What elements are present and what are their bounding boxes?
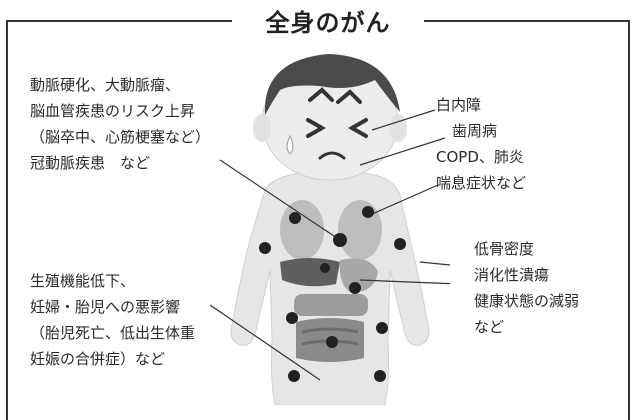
pointer-line-stomach xyxy=(359,279,450,285)
eyebrow-right xyxy=(336,89,362,104)
stomach xyxy=(339,258,378,293)
text-line: 生殖機能低下、 xyxy=(30,272,136,290)
body-illustration xyxy=(210,54,450,405)
reproductive-text: 生殖機能低下、 妊婦・胎児への悪影響 （胎児死亡、低出生体重 妊娠の合併症）など xyxy=(30,268,195,372)
pointer-line-lung xyxy=(369,184,439,216)
cancer-spot xyxy=(326,336,338,348)
body-silhouette xyxy=(230,168,430,405)
text-line: 妊婦・胎児への悪影響 xyxy=(30,298,181,316)
lung-left xyxy=(280,200,324,260)
cancer-spot xyxy=(286,312,298,324)
cancer-spot xyxy=(320,263,330,273)
cancer-spot xyxy=(362,206,374,218)
pointer-line-reproductive xyxy=(210,304,321,381)
mouth xyxy=(318,151,346,160)
cardiovascular-text: 動脈硬化、大動脈瘤、 脳血管疾患のリスク上昇 （脳卒中、心筋梗塞など） 冠動脈疾… xyxy=(30,72,210,176)
ear-left xyxy=(253,114,271,142)
intestine-upper xyxy=(294,294,368,316)
hair xyxy=(264,54,400,115)
text-line: 冠動脈疾患 など xyxy=(30,154,151,172)
page-title: 全身のがん xyxy=(265,8,391,37)
cancer-spot xyxy=(333,233,347,247)
eyebrow-left xyxy=(308,87,334,102)
cancer-spots xyxy=(259,206,406,382)
sweat-drop xyxy=(286,134,294,155)
pointer-line-bone xyxy=(419,261,450,266)
text-line: 妊娠の合併症）など xyxy=(30,350,166,368)
pointer-line-heart xyxy=(219,159,341,241)
text-line: 低骨密度 xyxy=(474,240,535,258)
cancer-spot xyxy=(394,238,406,250)
title-wrap: 全身のがん xyxy=(232,0,424,40)
eye-right xyxy=(347,118,368,138)
text-line: COPD、肺炎 xyxy=(436,148,524,166)
text-line: 脳血管疾患のリスク上昇 xyxy=(30,102,196,120)
bone-digestive-text: 低骨密度 消化性潰瘍 健康状態の減弱 など xyxy=(474,236,579,340)
text-line: 動脈硬化、大動脈瘤、 xyxy=(30,76,181,94)
cancer-spot xyxy=(374,370,386,382)
cancer-spot xyxy=(289,212,301,224)
text-line: 健康状態の減弱 xyxy=(474,292,580,310)
liver xyxy=(280,258,340,287)
cancer-spot xyxy=(259,242,271,254)
ear-right xyxy=(389,114,407,142)
text-line: 白内障 xyxy=(436,96,482,114)
text-line: など xyxy=(474,318,505,336)
text-line: 消化性潰瘍 xyxy=(474,266,550,284)
text-line: 歯周病 xyxy=(452,122,498,140)
text-line: （脳卒中、心筋梗塞など） xyxy=(30,128,211,146)
cancer-spot xyxy=(288,370,300,382)
eye-left xyxy=(306,118,327,138)
text-line: 喘息症状など xyxy=(436,174,527,192)
cancer-spot xyxy=(349,282,361,294)
text-line: （胎児死亡、低出生体重 xyxy=(30,324,196,342)
head-chest-text: 白内障 歯周病 COPD、肺炎 喘息症状など xyxy=(436,92,526,196)
lung-right xyxy=(338,200,382,260)
cancer-spot xyxy=(376,322,388,334)
pointer-line-eye xyxy=(371,109,436,131)
pointer-line-mouth xyxy=(359,137,446,166)
